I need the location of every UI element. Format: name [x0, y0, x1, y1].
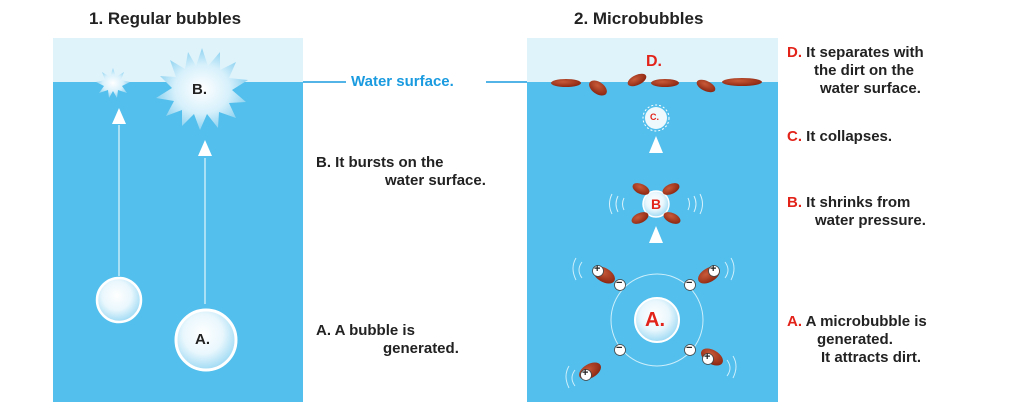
panel1-marker-a: A.	[195, 331, 210, 348]
charge-plus: +	[710, 263, 717, 275]
charge-plus: +	[704, 351, 711, 363]
charge-minus: −	[616, 277, 623, 289]
panel2-title: 2. Microbubbles	[574, 9, 704, 28]
bubble-c	[642, 104, 670, 132]
regular-b-letter: B.	[316, 154, 331, 171]
micro-d-text-1: It separates with	[806, 44, 924, 61]
panel1-rise-lines	[118, 125, 206, 304]
panel2-marker-a: A.	[645, 309, 665, 331]
micro-a-text-2: generated.	[817, 331, 893, 348]
bubble-a-group	[565, 257, 737, 389]
micro-a-text-1: A microbubble is	[805, 313, 927, 330]
micro-d-text-3: water surface.	[820, 80, 921, 97]
regular-a-text-2: generated.	[383, 340, 459, 357]
micro-b-letter: B.	[787, 194, 802, 211]
micro-a-description: A. A microbubble is generated. It attrac…	[787, 313, 1017, 367]
panel1-arrow-left	[112, 108, 126, 124]
micro-d-letter: D.	[787, 44, 802, 61]
micro-c-description: C. It collapses.	[787, 128, 1017, 146]
regular-b-text-2: water surface.	[385, 172, 486, 189]
panel2-tank	[527, 38, 778, 402]
panel2-marker-c: C.	[650, 112, 659, 122]
micro-d-description: D. It separates with the dirt on the wat…	[787, 44, 1017, 98]
charge-minus: −	[686, 342, 693, 354]
bubble-b-group	[609, 183, 703, 224]
panel2-arrow-upper	[649, 136, 663, 153]
micro-b-text-2: water pressure.	[815, 212, 926, 229]
micro-d-text-2: the dirt on the	[814, 62, 914, 79]
regular-b-text-1: It bursts on the	[335, 154, 444, 171]
regular-b-description: B. It bursts on the water surface.	[316, 154, 516, 190]
micro-c-text: It collapses.	[806, 128, 893, 145]
panel1-burst-small	[96, 68, 130, 98]
charge-plus: +	[582, 367, 589, 379]
panel1-marker-b: B.	[192, 81, 207, 98]
panel1-burst-large	[156, 48, 248, 130]
charge-plus: +	[594, 263, 601, 275]
panel1-title: 1. Regular bubbles	[89, 9, 242, 28]
micro-a-text-3: It attracts dirt.	[821, 349, 922, 366]
surface-dirt	[551, 73, 762, 96]
regular-a-description: A. A bubble is generated.	[316, 322, 516, 358]
micro-c-letter: C.	[787, 128, 802, 145]
water-surface-label: Water surface.	[351, 73, 454, 90]
panel1-bubble-large	[174, 308, 238, 372]
micro-b-text-1: It shrinks from	[806, 194, 911, 211]
regular-a-letter: A.	[316, 322, 331, 339]
panel2-marker-d: D.	[646, 53, 662, 70]
panel1-bubble-small	[95, 276, 143, 324]
panel1-arrow-right	[198, 140, 212, 156]
charge-minus: −	[686, 277, 693, 289]
regular-a-text-1: A bubble is	[334, 322, 415, 339]
micro-a-letter: A.	[787, 313, 802, 330]
charge-minus: −	[616, 342, 623, 354]
panel2-marker-b: B	[651, 196, 662, 212]
panel2-arrow-lower	[649, 226, 663, 243]
micro-b-description: B. It shrinks from water pressure.	[787, 194, 1017, 230]
